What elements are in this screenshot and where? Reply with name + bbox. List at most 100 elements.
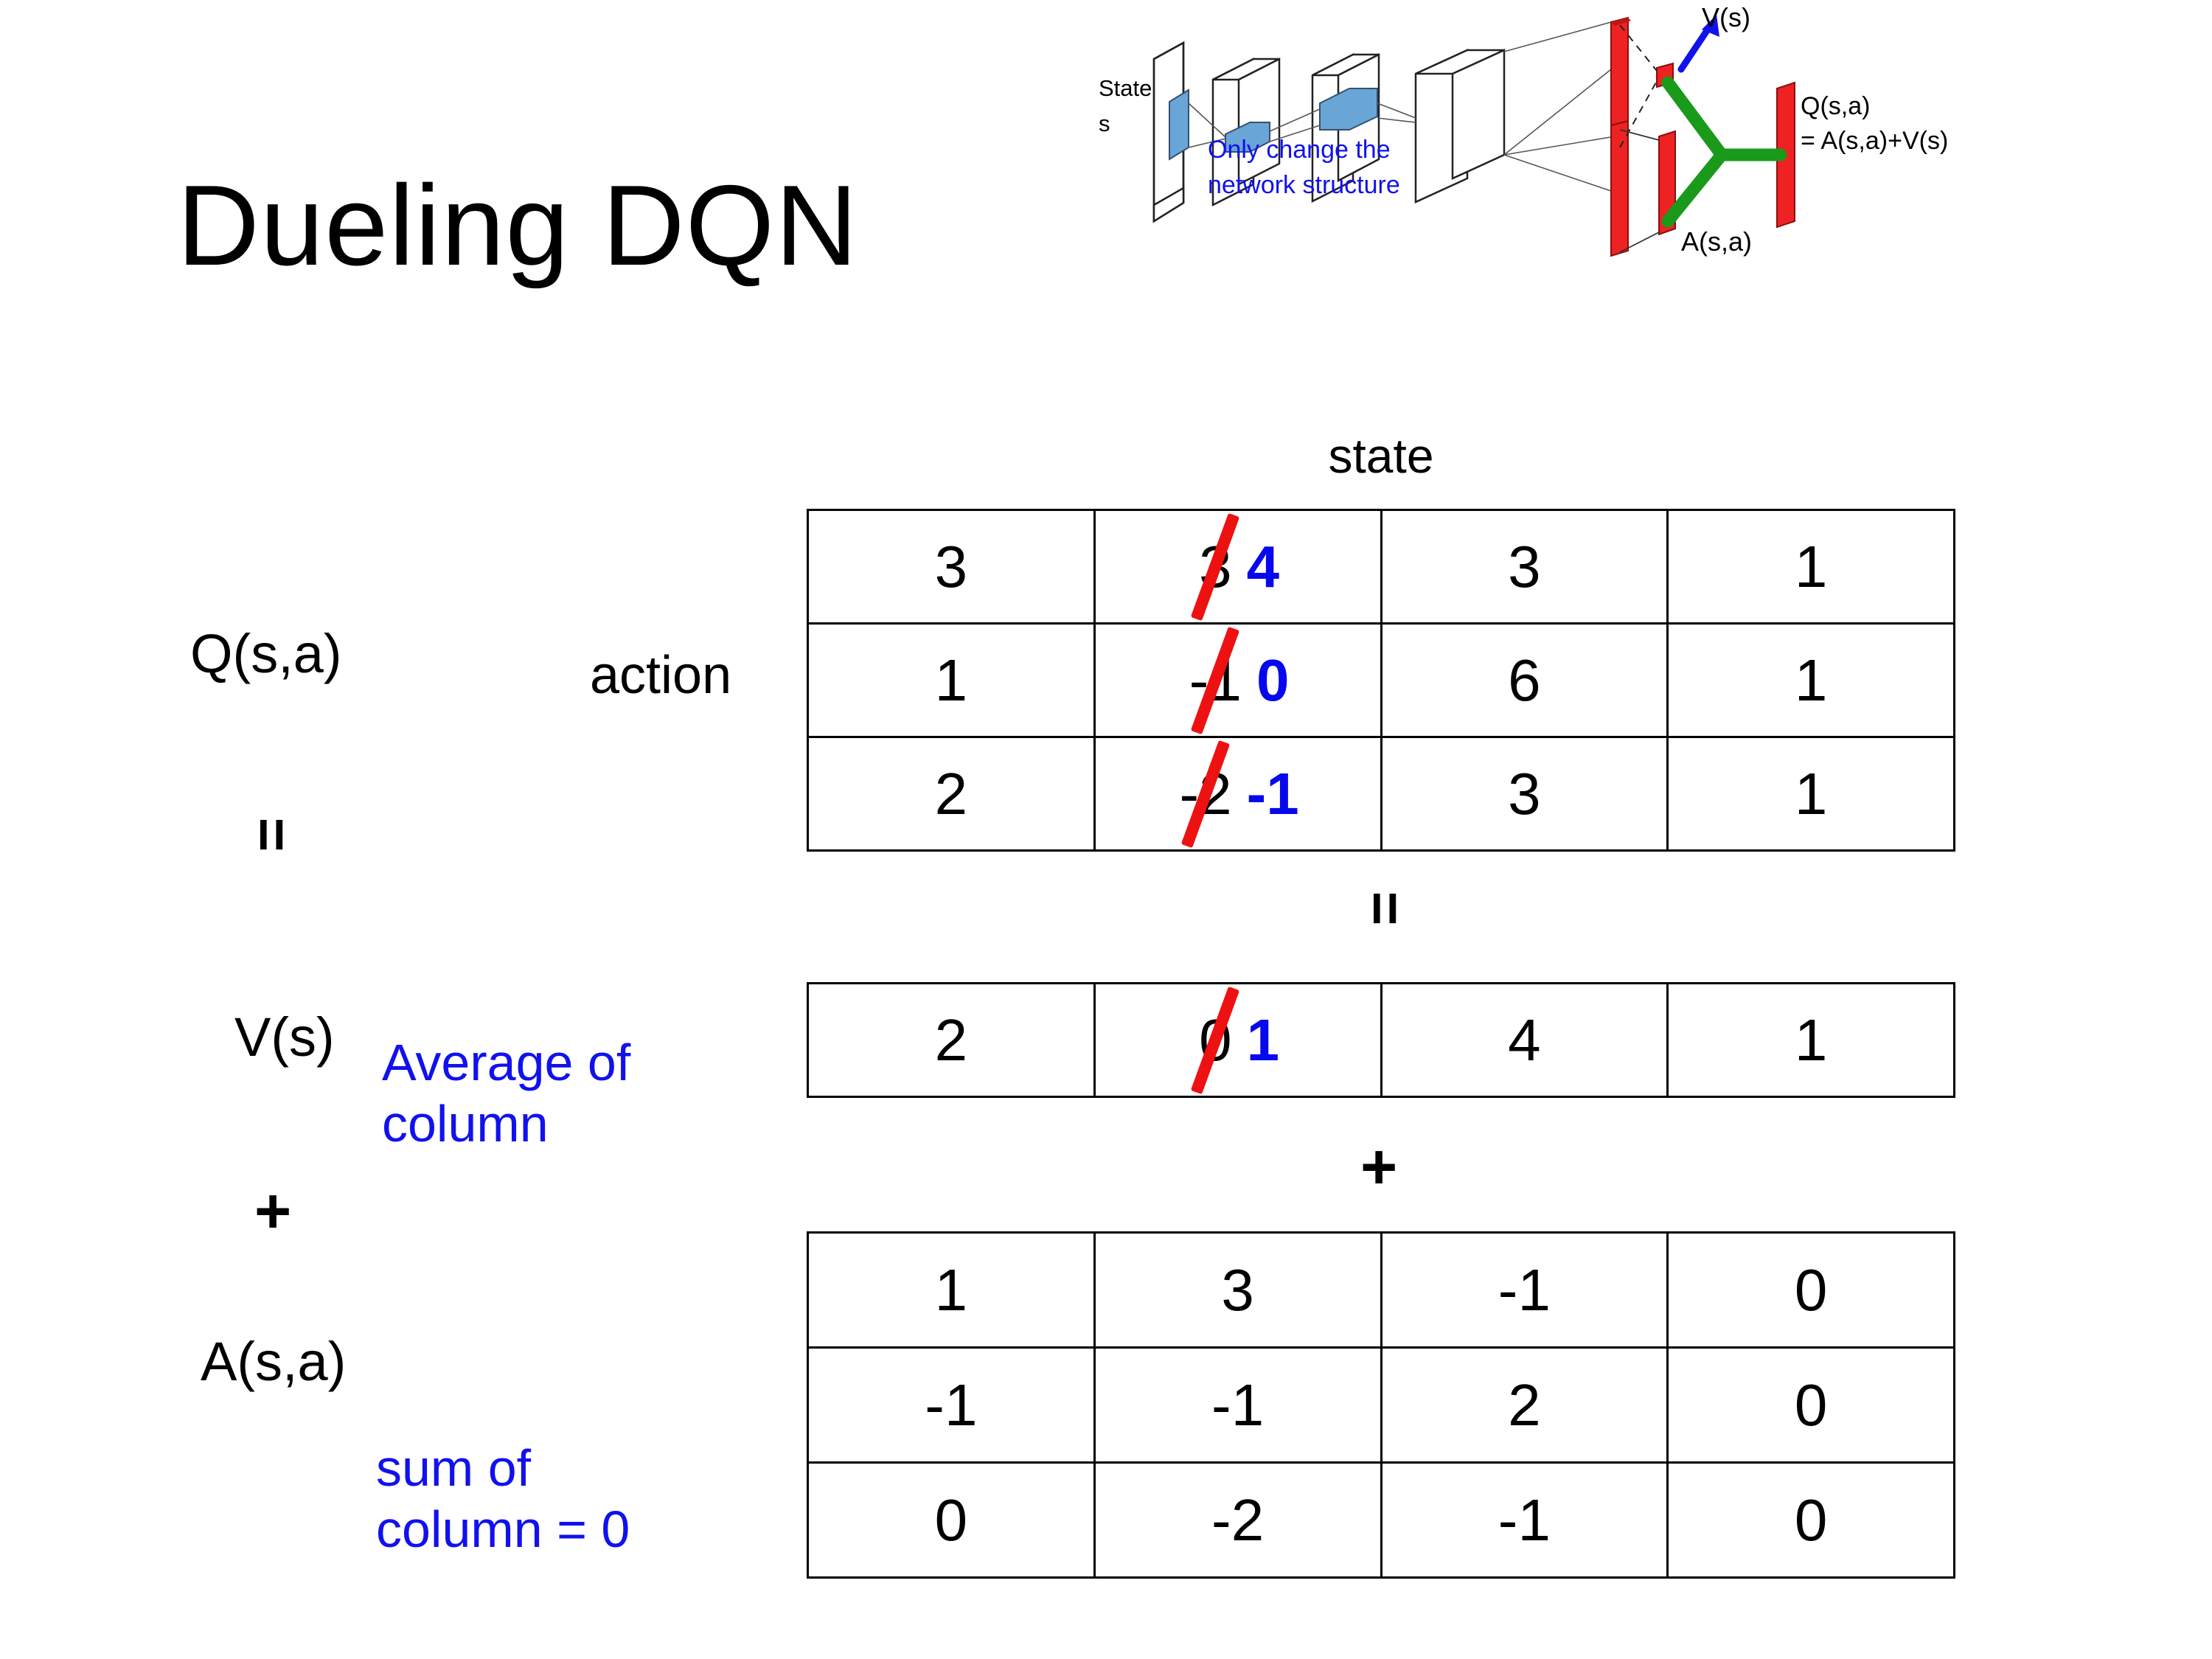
conv-patch-2 xyxy=(1319,88,1378,131)
cell-value: 2 xyxy=(934,760,968,827)
advantage-stream-bar xyxy=(1610,119,1629,257)
diagram-state-label-line1: State xyxy=(1099,75,1152,101)
advantage-function-label: A(s,a) xyxy=(201,1331,347,1392)
diagram-annotation-line2: network structure xyxy=(1208,171,1400,199)
cell-value: 1 xyxy=(1794,1006,1828,1073)
cell-value: 3 xyxy=(1508,760,1541,827)
cell-value: 3 xyxy=(934,533,968,599)
value-table: 2 0 1 4 1 xyxy=(807,982,1955,1098)
v-cell-c1[interactable]: 0 1 xyxy=(1093,982,1382,1098)
cell-value: 1 xyxy=(934,647,968,713)
q-cell-r0c0[interactable]: 3 xyxy=(807,509,1096,625)
q-cell-r2c3[interactable]: 1 xyxy=(1666,736,1955,852)
cell-value: 0 xyxy=(1794,1486,1828,1553)
diagram-connections xyxy=(1188,21,1615,192)
plus-operator-center: + xyxy=(1360,1135,1397,1199)
advantage-table: 1 3 -1 0 -1 -1 2 0 0 -2 -1 0 xyxy=(807,1231,1955,1579)
cell-value: -1 xyxy=(1211,1371,1265,1438)
cell-value: -1 xyxy=(1498,1256,1551,1323)
cell-value: 6 xyxy=(1508,647,1541,713)
action-axis-label: action xyxy=(590,646,732,705)
cell-value: 1 xyxy=(1794,647,1828,713)
table-row: 2 -2 -1 3 1 xyxy=(807,736,1955,852)
q-cell-r1c3[interactable]: 1 xyxy=(1666,622,1955,738)
q-cell-r0c3[interactable]: 1 xyxy=(1666,509,1955,625)
q-cell-r1c0[interactable]: 1 xyxy=(807,622,1096,738)
diagram-q-label-line2: = A(s,a)+V(s) xyxy=(1801,127,1948,155)
value-output-arrow xyxy=(1677,15,1719,73)
cell-value: 1 xyxy=(1794,760,1828,827)
cell-value: -1 xyxy=(925,1371,978,1438)
old-value: 3 xyxy=(1196,537,1235,597)
new-value: 0 xyxy=(1256,647,1290,713)
q-cell-r1c2[interactable]: 6 xyxy=(1380,622,1669,738)
cell-value: 2 xyxy=(934,1006,968,1073)
edited-cell: 3 4 xyxy=(1196,533,1280,599)
cell-value: 1 xyxy=(934,1256,968,1323)
old-value: 0 xyxy=(1196,1010,1235,1070)
a-cell-r1c1[interactable]: -1 xyxy=(1093,1346,1382,1464)
a-cell-r1c3[interactable]: 0 xyxy=(1666,1346,1955,1464)
q-value-table: 3 3 4 3 1 1 -1 0 6 xyxy=(807,509,1955,852)
new-value: 4 xyxy=(1246,533,1280,599)
a-cell-r1c2[interactable]: 2 xyxy=(1380,1346,1669,1464)
q-cell-r2c1[interactable]: -2 -1 xyxy=(1093,736,1382,852)
table-row: 1 3 -1 0 xyxy=(807,1231,1955,1349)
v-cell-c0[interactable]: 2 xyxy=(807,982,1096,1098)
cell-value: 3 xyxy=(1508,533,1541,599)
cell-value: 4 xyxy=(1508,1006,1541,1073)
diagram-q-label-line1: Q(s,a) xyxy=(1801,92,1870,120)
equals-operator-left-top: = xyxy=(239,805,305,864)
q-cell-r1c1[interactable]: -1 0 xyxy=(1093,622,1382,738)
a-cell-r2c3[interactable]: 0 xyxy=(1666,1461,1955,1579)
sum-note-line2: column = 0 xyxy=(376,1500,630,1558)
v-table-container: 2 0 1 4 1 xyxy=(807,982,1955,1098)
diagram-advantage-label: A(s,a) xyxy=(1681,226,1752,257)
a-cell-r2c1[interactable]: -2 xyxy=(1093,1461,1382,1579)
state-axis-label: state xyxy=(1328,428,1434,483)
edited-cell: -1 0 xyxy=(1186,647,1290,713)
a-table-container: 1 3 -1 0 -1 -1 2 0 0 -2 -1 0 xyxy=(807,1231,1955,1579)
advantage-links xyxy=(1619,129,1661,253)
old-value: -2 xyxy=(1176,764,1234,824)
a-cell-r2c2[interactable]: -1 xyxy=(1380,1461,1669,1579)
cell-value: 0 xyxy=(1794,1256,1828,1323)
combine-junction xyxy=(1661,76,1787,228)
average-note-line1: Average of xyxy=(382,1034,631,1091)
equals-operator-center: = xyxy=(1352,879,1418,938)
input-patch-icon xyxy=(1169,88,1189,161)
q-cell-r2c0[interactable]: 2 xyxy=(807,736,1096,852)
cell-value: -1 xyxy=(1498,1486,1551,1553)
diagram-annotation-line1: Only change the xyxy=(1208,136,1391,164)
a-cell-r0c1[interactable]: 3 xyxy=(1093,1231,1382,1349)
q-cell-r0c1[interactable]: 3 4 xyxy=(1093,509,1382,625)
conv-layer-3 xyxy=(1414,49,1506,204)
value-stream-bar xyxy=(1610,16,1631,153)
cell-value: 3 xyxy=(1221,1256,1254,1323)
old-value: -1 xyxy=(1186,650,1245,710)
plus-glyph: + xyxy=(1360,1132,1398,1203)
value-dashed-links xyxy=(1619,24,1658,148)
equals-glyph: = xyxy=(239,817,305,852)
q-cell-r2c2[interactable]: 3 xyxy=(1380,736,1669,852)
diagram-value-label: V(s) xyxy=(1702,7,1750,32)
average-note-line2: column xyxy=(382,1094,549,1152)
a-cell-r0c0[interactable]: 1 xyxy=(807,1231,1096,1349)
dueling-network-diagram: State s Only change the network structur… xyxy=(1099,7,2183,406)
a-cell-r0c2[interactable]: -1 xyxy=(1380,1231,1669,1349)
table-row: 1 -1 0 6 1 xyxy=(807,622,1955,738)
diagram-state-label-line2: s xyxy=(1099,111,1110,136)
q-cell-r0c2[interactable]: 3 xyxy=(1380,509,1669,625)
a-cell-r1c0[interactable]: -1 xyxy=(807,1346,1096,1464)
v-cell-c3[interactable]: 1 xyxy=(1666,982,1955,1098)
sum-note-line1: sum of xyxy=(376,1439,532,1497)
a-cell-r0c3[interactable]: 0 xyxy=(1666,1231,1955,1349)
edited-cell: 0 1 xyxy=(1196,1010,1279,1070)
a-cell-r2c0[interactable]: 0 xyxy=(807,1461,1096,1579)
new-value: -1 xyxy=(1246,760,1299,827)
cell-value: 0 xyxy=(934,1486,968,1553)
plus-operator-left: + xyxy=(254,1180,291,1243)
table-row: 3 3 4 3 1 xyxy=(807,509,1955,625)
edited-cell: -2 -1 xyxy=(1176,760,1299,827)
v-cell-c2[interactable]: 4 xyxy=(1380,982,1669,1098)
